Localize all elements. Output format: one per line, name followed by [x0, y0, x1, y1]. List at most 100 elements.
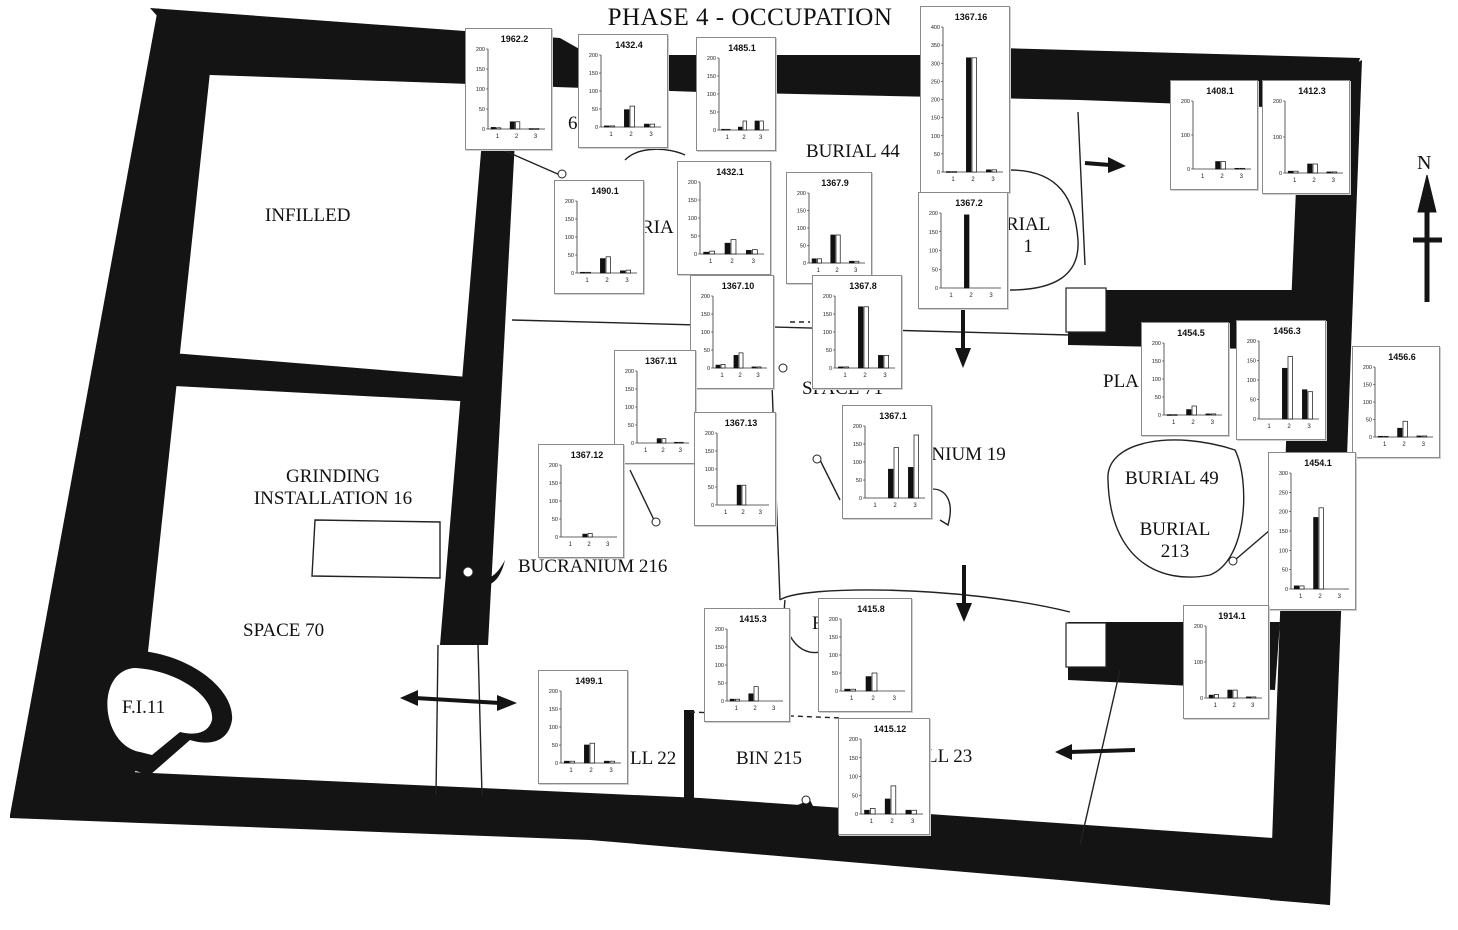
chart-y-tick-label: 200 — [476, 47, 485, 53]
chart-bar — [736, 484, 742, 506]
chart-y-tick-label: 50 — [800, 244, 806, 250]
chart-y-tick-label: 100 — [1363, 400, 1372, 406]
chart-y-tick-label: 100 — [1152, 377, 1161, 383]
chart-y-tick-label: 150 — [625, 387, 634, 393]
chart-bar — [569, 760, 575, 764]
chart-y-tick-label: 50 — [832, 671, 838, 677]
chart-y-tick-label: 0 — [721, 699, 724, 705]
chart-x-tick-label: 1 — [850, 696, 854, 702]
chart-bar — [600, 258, 606, 274]
chart-x-tick-label: 2 — [730, 259, 734, 265]
fi11-interior — [107, 668, 213, 755]
chart-title: 1454.5 — [1177, 328, 1205, 338]
chart-x-tick-label: 2 — [661, 448, 665, 454]
chart-y-tick-label: 50 — [934, 152, 940, 158]
chart-y-tick-label: 100 — [589, 89, 598, 95]
chart-bar — [584, 744, 590, 764]
chart-y-tick-label: 50 — [710, 110, 716, 116]
chart-x-tick-label: 3 — [854, 268, 858, 274]
chart-y-tick-label: 50 — [1282, 568, 1288, 574]
chart-bar — [720, 364, 726, 369]
chart-y-tick-label: 100 — [476, 87, 485, 93]
chart-bar — [854, 260, 860, 264]
chart-bar — [725, 128, 731, 131]
chart-y-tick-label: 150 — [1247, 359, 1256, 365]
chart-x-tick-label: 2 — [1191, 420, 1195, 426]
chart-title: 1367.11 — [645, 356, 677, 366]
chart-y-tick-label: 200 — [797, 191, 806, 197]
chart-bar — [1210, 413, 1217, 416]
chart-bar — [811, 258, 817, 264]
chart-bar — [1287, 170, 1294, 174]
chart-y-tick-label: 100 — [797, 226, 806, 232]
chart-y-tick-label: 200 — [823, 294, 832, 300]
label-infilled: INFILLED — [265, 205, 351, 226]
chart-bar — [830, 234, 836, 264]
chart-x-tick-label: 1 — [735, 706, 739, 712]
bucranium-216-horn — [465, 560, 505, 586]
chart-title: 1415.3 — [739, 614, 767, 624]
chart-y-tick-label: 50 — [826, 348, 832, 354]
chart-bar — [738, 352, 744, 369]
chart-x-tick-label: 1 — [609, 132, 613, 138]
chart-y-tick-label: 0 — [1158, 413, 1161, 419]
chart-bar — [624, 109, 630, 128]
chart-bar — [604, 760, 610, 764]
chart-x-tick-label: 1 — [949, 293, 953, 299]
chart-title: 1367.8 — [849, 281, 877, 291]
chart-x-tick-label: 1 — [951, 177, 955, 183]
chart-y-tick-label: 200 — [707, 56, 716, 62]
wall-central — [440, 140, 515, 645]
chart-x-tick-label: 2 — [1287, 424, 1291, 430]
chart-y-tick-label: 350 — [931, 43, 940, 49]
chart-y-tick-label: 150 — [823, 312, 832, 318]
chart-y-tick-label: 200 — [715, 627, 724, 633]
label-burial-213-2: 213 — [1160, 541, 1190, 562]
chart-x-tick-label: 3 — [911, 819, 915, 825]
chart-bar — [991, 169, 997, 173]
chart-y-tick-label: 0 — [803, 261, 806, 267]
chart-bar — [1397, 427, 1403, 438]
chart-y-tick-label: 150 — [549, 707, 558, 713]
label-bucranium-216: BUCRANIUM 216 — [518, 556, 668, 577]
chart-bar — [742, 120, 748, 131]
chart-y-tick-label: 0 — [1187, 167, 1190, 173]
chart-y-tick-label: 0 — [829, 366, 832, 372]
chart-y-tick-label: 100 — [707, 92, 716, 98]
marker-1367-11 — [651, 517, 661, 527]
marker-1415-12 — [801, 795, 811, 805]
chart-bar — [863, 306, 869, 369]
chart-y-tick-label: 200 — [549, 689, 558, 695]
chart-y-tick-label: 0 — [713, 128, 716, 134]
chart-bar — [1318, 507, 1324, 590]
chart-x-tick-label: 1 — [724, 510, 728, 516]
label-space-70: SPACE 70 — [243, 620, 325, 641]
marker-1454-1 — [1228, 556, 1238, 566]
chart-bar — [649, 123, 655, 128]
chart-bar — [890, 785, 897, 815]
chart-bar — [1287, 356, 1293, 420]
chart-bar — [1172, 414, 1178, 416]
chart-bar — [534, 128, 540, 130]
chart-x-tick-label: 2 — [1220, 174, 1224, 180]
chart-bar — [1377, 435, 1384, 438]
chart-bar — [609, 760, 615, 764]
chart-bar — [609, 125, 615, 128]
chart-y-tick-label: 50 — [1155, 395, 1161, 401]
chart-y-tick-label: 50 — [704, 348, 710, 354]
chart-bar — [1213, 694, 1219, 699]
